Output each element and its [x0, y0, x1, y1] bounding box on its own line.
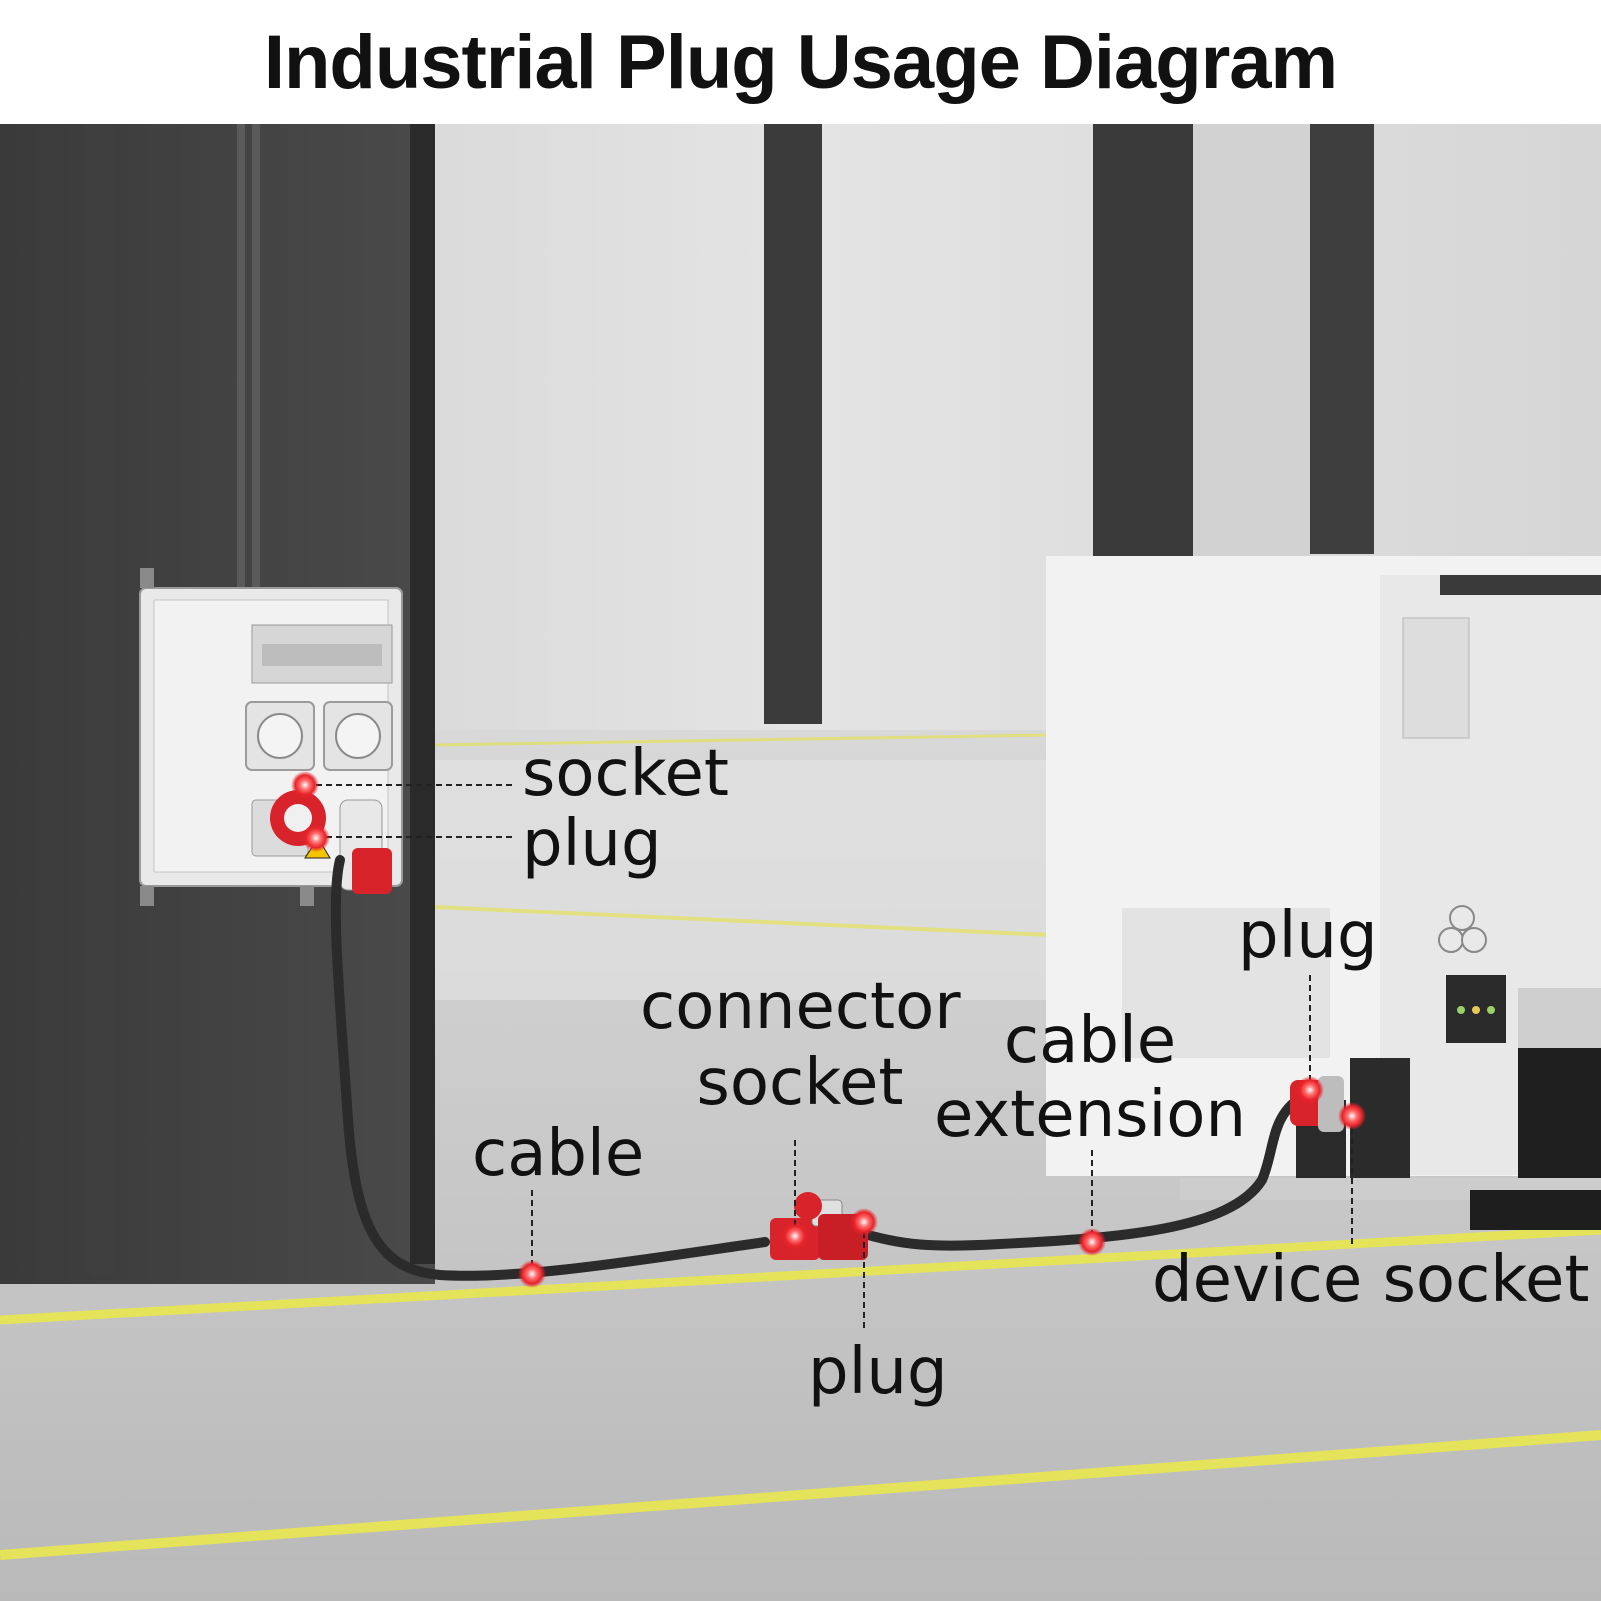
- marker-cable: [518, 1260, 546, 1288]
- label-cable: cable: [472, 1117, 645, 1191]
- marker-connector-plug: [850, 1208, 878, 1236]
- label-cable-extension: cable extension: [930, 1002, 1250, 1154]
- main-cable: [330, 855, 770, 1281]
- label-machine-plug: plug: [1238, 899, 1378, 973]
- marker-extension: [1078, 1228, 1106, 1256]
- left-pillar-band: [85, 124, 115, 1274]
- label-device-socket: device socket: [1152, 1243, 1590, 1317]
- label-connector-line1: connector: [640, 970, 961, 1044]
- label-extension-line2: extension: [934, 1078, 1246, 1153]
- floor-reflection: [435, 760, 1050, 1000]
- distribution-box: [139, 568, 403, 906]
- label-extension-line1: cable: [1003, 1004, 1177, 1078]
- label-box-plug: plug: [522, 807, 662, 881]
- marker-box-plug: [302, 824, 330, 852]
- label-connector-plug: plug: [808, 1335, 948, 1409]
- floor-stripe-front: [0, 1225, 1601, 1325]
- floor-stripe-bottom: [0, 1430, 1601, 1560]
- marker-connector-socket: [781, 1222, 809, 1250]
- conduit-2: [252, 124, 260, 594]
- floor-stripe-back-1: [434, 733, 1051, 747]
- diagram-title: Industrial Plug Usage Diagram: [263, 19, 1338, 105]
- box-red-plug: [270, 790, 392, 894]
- label-connector-line2: socket: [696, 1046, 904, 1121]
- back-wall-pillar-3: [1310, 124, 1374, 554]
- left-pillar-edge: [410, 124, 435, 1264]
- marker-box-socket: [291, 771, 319, 799]
- floor-stripe-back-2: [434, 905, 1051, 937]
- label-box-socket: socket: [522, 737, 729, 811]
- machine: [1046, 556, 1601, 1230]
- conduit-1: [237, 124, 245, 594]
- factory-scene: [0, 124, 1601, 1601]
- marker-machine-plug: [1296, 1076, 1324, 1104]
- back-wall-pillar-1: [764, 124, 822, 724]
- label-connector-socket: connector socket: [640, 968, 961, 1122]
- marker-device-socket: [1338, 1102, 1366, 1130]
- extension-cable: [853, 1093, 1305, 1251]
